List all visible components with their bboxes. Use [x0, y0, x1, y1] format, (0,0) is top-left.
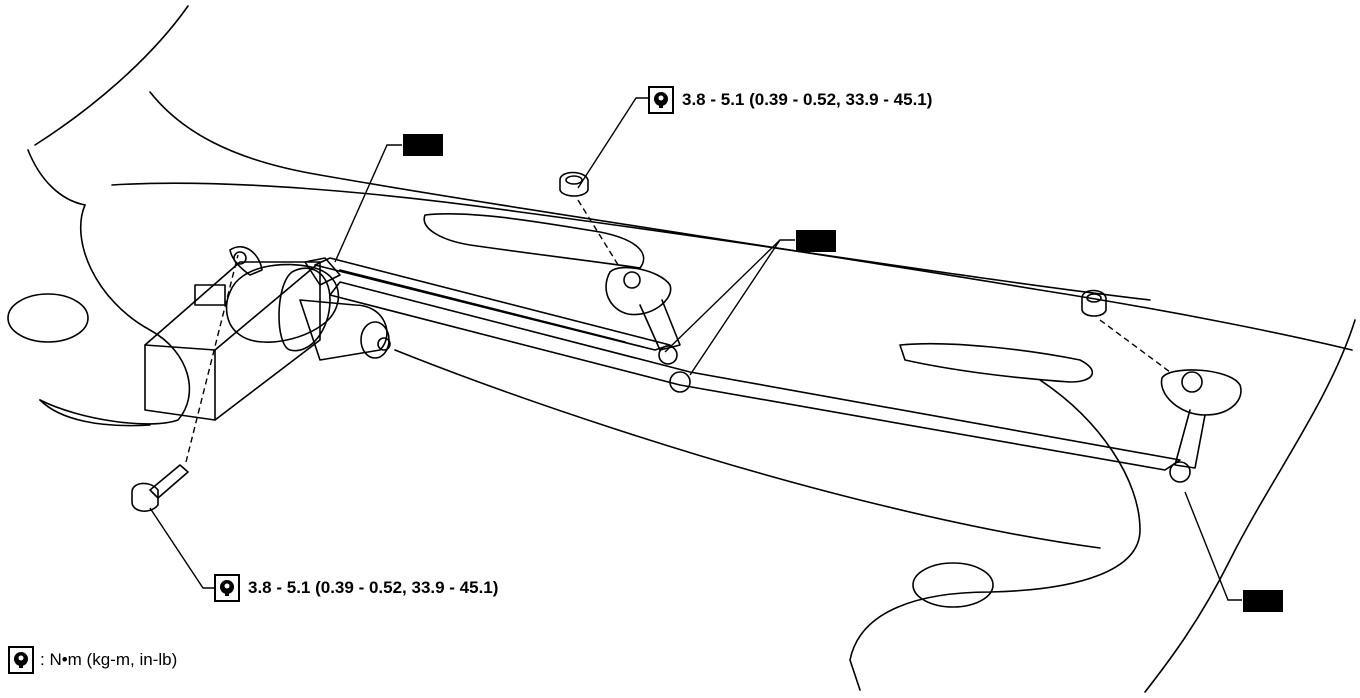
pivot-shaft-right: [1181, 371, 1203, 393]
linkage-frame-left: [304, 257, 341, 286]
panel-lower-edge: [394, 349, 1101, 549]
linkage-rod-main: [339, 269, 626, 343]
cowl-panel-lower: [39, 399, 151, 427]
cowl-panel-left: [39, 204, 191, 425]
torque-value-bottom: 3.8 - 5.1 (0.39 - 0.52, 33.9 - 45.1): [248, 578, 499, 597]
crank-pivot: [233, 251, 247, 265]
panel-curve-right: [849, 379, 1141, 691]
motor-flange: [278, 267, 331, 352]
nut-top-right-hole: [1086, 293, 1102, 303]
pivot-joint-center: [658, 345, 678, 365]
pivot-plate-center: [605, 266, 672, 316]
motor-housing: [225, 263, 340, 343]
cowl-outline-mid: [111, 182, 1151, 301]
grease-icon: [1243, 590, 1283, 612]
torque-spec-top: 3.8 - 5.1 (0.39 - 0.52, 33.9 - 45.1): [648, 86, 932, 114]
grease-icon: [796, 230, 836, 252]
pivot-arm-right: [1174, 409, 1206, 469]
leader-top-torque: [577, 97, 648, 189]
pivot-joint-lower: [669, 371, 691, 393]
torque-spec-bottom: 3.8 - 5.1 (0.39 - 0.52, 33.9 - 45.1): [214, 574, 498, 602]
pivot-joint-right: [1169, 461, 1191, 483]
motor-can: [299, 299, 388, 361]
body-left-edge: [27, 149, 86, 206]
leader-bottom-torque: [149, 507, 214, 589]
cowl-outline-upper: [149, 91, 1353, 351]
bolt-head: [131, 482, 159, 512]
hood-outline: [34, 5, 189, 146]
linkage-rod-lower: [329, 281, 1181, 471]
legend-text: : N•m (kg-m, in-lb): [40, 650, 178, 669]
nut-top-center-hole: [565, 175, 583, 185]
motor-end-boss: [377, 337, 391, 351]
access-hole-right: [912, 562, 994, 608]
torque-wrench-icon: [214, 574, 240, 602]
motor-end: [360, 321, 390, 359]
leader-grease-center: [664, 239, 795, 376]
grease-icon: [403, 134, 443, 156]
pivot-shaft-center: [623, 271, 641, 289]
pivot-plate-right: [1160, 369, 1242, 416]
access-hole-left: [7, 293, 89, 343]
cowl-recess: [423, 213, 645, 269]
bolt-shank: [149, 464, 189, 499]
torque-wrench-icon: [8, 646, 34, 674]
leader-grease-left: [334, 144, 402, 263]
nut-top-right: [1081, 289, 1107, 317]
cowl-recess-2: [899, 342, 1094, 383]
dash-right-axis: [1099, 319, 1171, 373]
legend: : N•m (kg-m, in-lb): [8, 646, 177, 674]
motor-bracket: [144, 261, 321, 421]
torque-value-top: 3.8 - 5.1 (0.39 - 0.52, 33.9 - 45.1): [682, 90, 933, 109]
nut-top-center: [559, 171, 589, 197]
torque-wrench-icon: [648, 86, 674, 114]
dash-bolt-axis: [185, 254, 239, 463]
fender-right: [1144, 319, 1356, 693]
leader-grease-right: [1184, 491, 1242, 601]
dash-center-axis: [577, 199, 621, 269]
connector: [194, 284, 226, 306]
